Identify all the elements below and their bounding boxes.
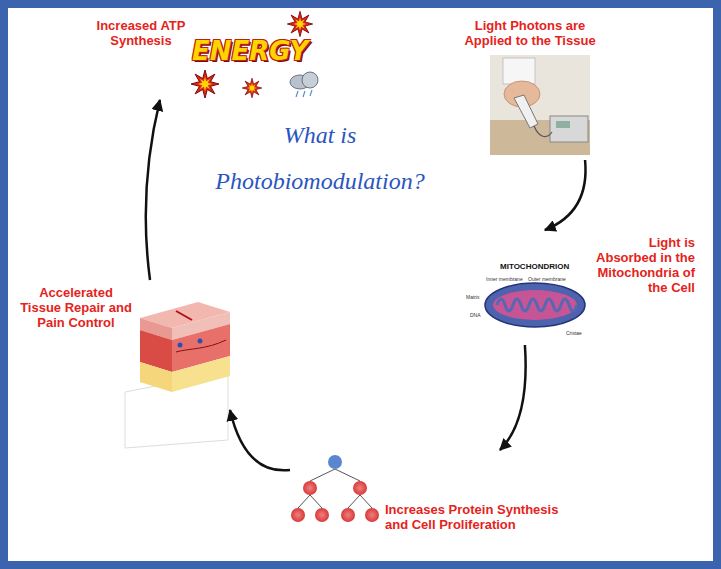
part-name: Cristae	[566, 330, 582, 336]
mitochondrion-picture	[485, 283, 585, 327]
part-name: Outer membrane	[528, 276, 566, 282]
cycle-arrow	[500, 345, 526, 450]
part-name: Inner membrane	[486, 276, 523, 282]
device-photo	[490, 55, 590, 155]
stage-group: Light Photons are Applied to the Tissue	[455, 15, 605, 160]
cycle-arrow	[146, 100, 160, 280]
cycle-arrow	[545, 160, 586, 230]
step-label: Accelerated Tissue Repair and Pain Contr…	[17, 285, 135, 330]
stage-group: Accelerated Tissue Repair and Pain Contr…	[15, 280, 230, 430]
part-name: DNA	[470, 312, 481, 318]
energy-picture	[191, 11, 318, 98]
part-title: MITOCHONDRION	[500, 262, 569, 271]
cycle-arrow	[230, 410, 290, 470]
cell-division-picture	[291, 455, 379, 522]
step-label: Light Photons are Applied to the Tissue	[455, 18, 605, 48]
part-name: Matrix	[466, 294, 480, 300]
step-label: Increases Protein Synthesis and Cell Pro…	[385, 502, 585, 532]
step-label: Light is Absorbed in the Mitochondria of…	[585, 235, 695, 295]
energy-word: ENERGY	[192, 36, 308, 66]
stage-group: Increases Protein Synthesis and Cell Pro…	[290, 450, 590, 535]
white-panel	[8, 8, 713, 561]
stage-group: Light is Absorbed in the Mitochondria of…	[470, 230, 695, 345]
diagram-title: What is Photobiomodulation?	[195, 112, 445, 204]
step-label: Increased ATP Synthesis	[95, 18, 187, 48]
tissue-picture	[125, 302, 230, 448]
